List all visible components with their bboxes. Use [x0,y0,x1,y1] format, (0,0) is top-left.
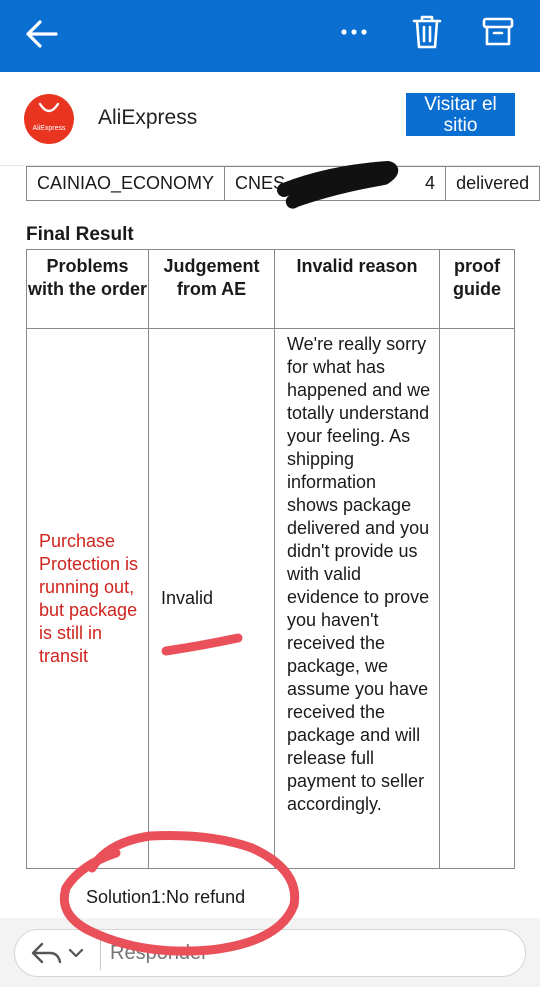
tracking-number: CNES [235,173,286,193]
final-result-title: Final Result [26,224,134,245]
header-proof-guide: proof guide [439,249,515,329]
proof-cell [439,328,515,869]
table-row: CAINIAO_ECONOMY CNES 4 delivered [25,166,540,201]
sender-header: AliExpress AliExpress Visitar el sitio [0,72,540,166]
trash-icon[interactable] [408,12,446,52]
shipping-table: CAINIAO_ECONOMY CNES 4 delivered [25,166,540,201]
logo-text: AliExpress [32,125,66,132]
smile-icon [38,102,60,113]
tracking-cell: CNES 4 [224,166,447,201]
problem-cell: Purchase Protection is running out, but … [26,328,149,869]
archive-icon[interactable] [478,12,518,52]
tracking-tail: 4 [425,173,436,193]
header-judgement: Judgement from AE [148,249,275,329]
arrow-left-icon[interactable] [22,14,62,54]
status-cell: delivered [445,166,540,201]
aliexpress-logo: AliExpress [24,94,74,144]
email-body: CAINIAO_ECONOMY CNES 4 delivered Final Re… [0,166,540,918]
table-header-row: Problems with the order Judgement from A… [26,249,515,329]
solution-text: Solution1:No refund [86,887,246,907]
reason-cell: We're really sorry for what has happened… [274,328,440,869]
reply-input[interactable] [110,940,410,966]
reply-icon[interactable] [30,940,86,966]
more-dots-icon[interactable] [336,18,372,46]
reply-divider [100,938,101,970]
app-bar [0,0,540,72]
header-problems: Problems with the order [26,249,149,329]
sender-name: AliExpress [98,106,198,129]
visit-site-button[interactable]: Visitar el sitio [406,93,515,136]
final-result-table: Problems with the order Judgement from A… [26,249,515,869]
judgement-cell: Invalid [148,328,275,869]
reply-bar [0,918,540,987]
header-invalid-reason: Invalid reason [274,249,440,329]
table-row: Purchase Protection is running out, but … [26,328,515,869]
carrier-cell: CAINIAO_ECONOMY [25,166,226,201]
